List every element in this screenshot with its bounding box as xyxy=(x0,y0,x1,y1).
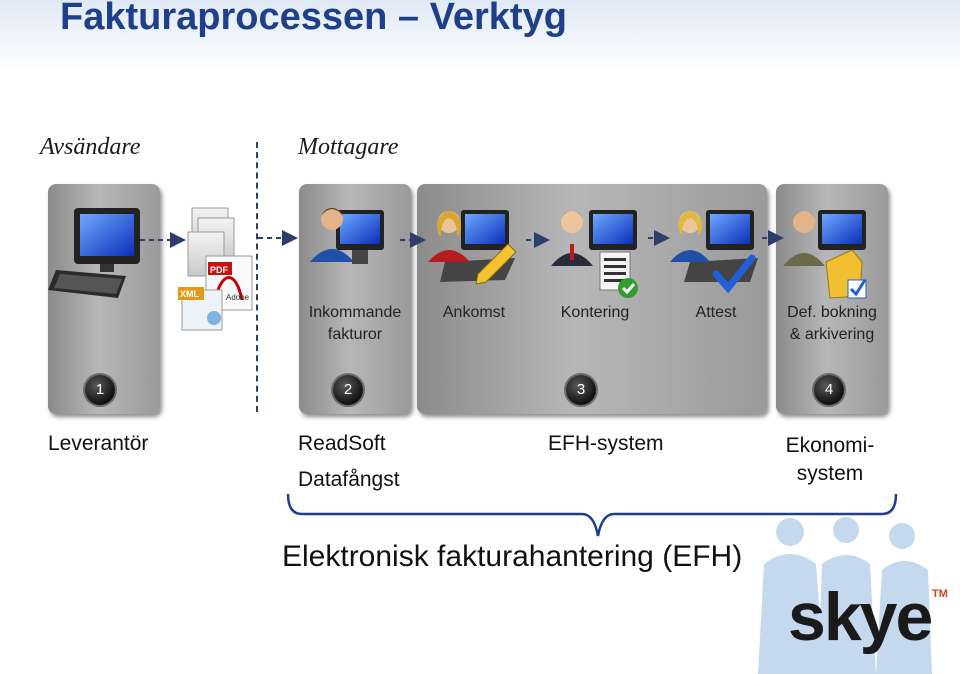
role-sender: Avsändare xyxy=(40,134,141,160)
flow-arrows xyxy=(140,230,784,248)
xml-label: XML xyxy=(180,289,200,299)
efh-caption: Elektronisk fakturahantering (EFH) xyxy=(282,540,743,573)
sender-receiver-divider xyxy=(256,142,258,412)
user-computer-icon xyxy=(783,210,866,266)
document-stack-icon xyxy=(178,207,253,331)
skye-logo: skye xyxy=(788,579,933,655)
adobe-label: Adobe xyxy=(226,293,250,302)
header-band xyxy=(0,0,960,74)
step-number-1: 1 xyxy=(85,375,115,405)
label-economy: Ekonomi- system xyxy=(785,434,875,485)
role-receiver: Mottagare xyxy=(298,134,399,160)
step-number-2: 2 xyxy=(333,375,363,405)
step-coding: Kontering xyxy=(560,304,630,321)
label-readsoft: ReadSoft xyxy=(298,432,386,455)
user-computer-icon xyxy=(428,210,515,282)
pdf-label: PDF xyxy=(210,265,229,275)
check-icon xyxy=(712,254,756,294)
step-incoming: Inkommande fakturor xyxy=(308,304,402,343)
user-computer-icon xyxy=(310,208,384,264)
document-check-icon xyxy=(599,251,638,298)
step-number-3: 3 xyxy=(566,375,596,405)
step-approval: Attest xyxy=(695,304,737,321)
label-efh-system: EFH-system xyxy=(548,432,664,455)
label-capture: Datafångst xyxy=(298,468,400,491)
step-booking: Def. bokning & arkivering xyxy=(787,304,877,343)
trademark-mark: TM xyxy=(932,588,948,600)
user-computer-icon xyxy=(551,210,637,266)
folder-icon xyxy=(825,249,867,299)
page-title: Fakturaprocessen – Verktyg xyxy=(60,0,567,38)
logo-silhouettes xyxy=(758,517,932,674)
computer-icon xyxy=(48,208,140,298)
label-supplier: Leverantör xyxy=(48,432,149,455)
step-number-4: 4 xyxy=(814,375,844,405)
pencil-icon xyxy=(475,243,517,285)
step-arrival: Ankomst xyxy=(442,304,506,321)
efh-brace xyxy=(286,493,898,537)
